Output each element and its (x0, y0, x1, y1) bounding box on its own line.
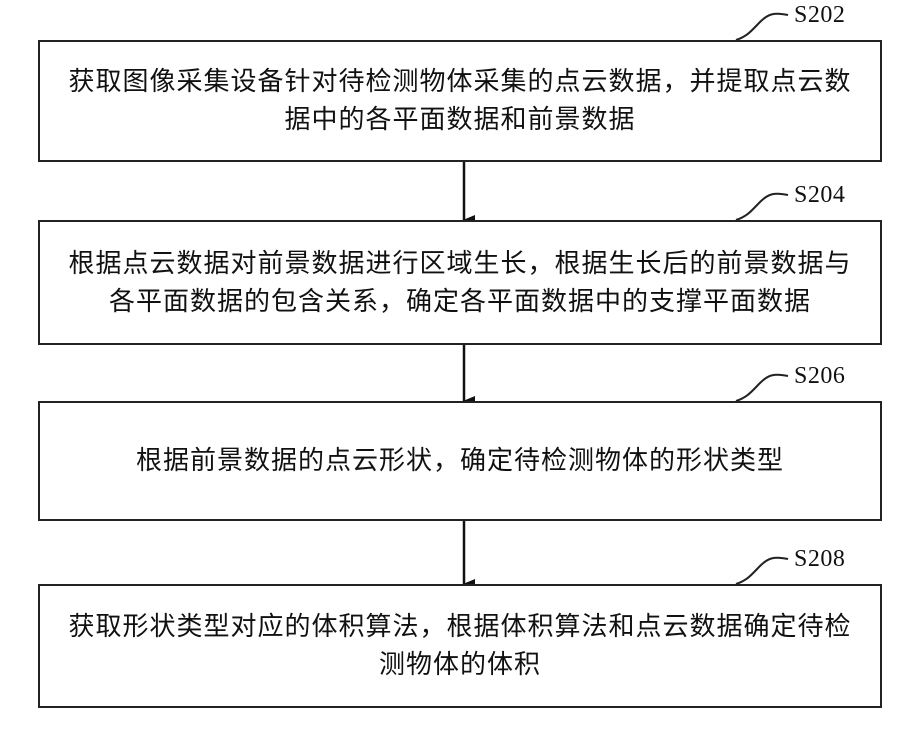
step-label-s204: S204 (794, 182, 845, 209)
step-box-s208: 获取形状类型对应的体积算法，根据体积算法和点云数据确定待检测物体的体积 (38, 584, 882, 708)
step-box-s206: 根据前景数据的点云形状，确定待检测物体的形状类型 (38, 401, 882, 521)
step-box-s204: 根据点云数据对前景数据进行区域生长，根据生长后的前景数据与各平面数据的包含关系，… (38, 220, 882, 345)
label-leader-s204 (736, 194, 788, 220)
step-label-s208: S208 (794, 546, 845, 573)
label-leader-s202 (736, 14, 788, 40)
step-label-s206: S206 (794, 363, 845, 390)
step-label-s202: S202 (794, 2, 845, 29)
step-text-s206: 根据前景数据的点云形状，确定待检测物体的形状类型 (136, 442, 784, 480)
step-text-s208: 获取形状类型对应的体积算法，根据体积算法和点云数据确定待检测物体的体积 (64, 608, 856, 684)
label-leader-s206 (736, 375, 788, 401)
step-text-s204: 根据点云数据对前景数据进行区域生长，根据生长后的前景数据与各平面数据的包含关系，… (64, 245, 856, 321)
label-leader-s208 (736, 558, 788, 584)
step-box-s202: 获取图像采集设备针对待检测物体采集的点云数据，并提取点云数据中的各平面数据和前景… (38, 40, 882, 162)
step-text-s202: 获取图像采集设备针对待检测物体采集的点云数据，并提取点云数据中的各平面数据和前景… (64, 63, 856, 139)
